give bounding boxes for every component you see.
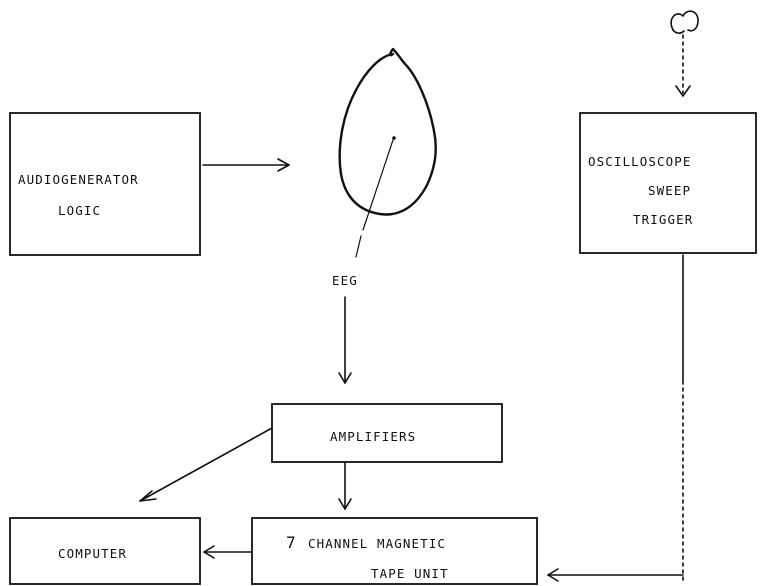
head-outline: [340, 49, 436, 214]
eeg-label: EEG: [332, 273, 358, 288]
trigger-label: TRIGGER: [633, 212, 693, 227]
head-illustration: EEG: [332, 49, 436, 288]
logic-label: LOGIC: [58, 203, 101, 218]
tape-unit-channel-count: 7: [286, 533, 296, 552]
arrow-amplifiers-to-computer: [140, 428, 272, 501]
subject-icon-top: [671, 11, 698, 31]
arrow-tape-to-computer: [204, 546, 252, 558]
oscilloscope-label: OSCILLOSCOPE: [588, 154, 692, 169]
arrow-amplifiers-to-tape: [339, 462, 351, 509]
computer-block: COMPUTER: [10, 518, 200, 584]
tape-unit-line2: TAPE UNIT: [371, 566, 449, 581]
audiogenerator-logic-block: AUDIOGENERATOR LOGIC: [10, 113, 200, 255]
audiogenerator-label: AUDIOGENERATOR: [18, 172, 139, 187]
arrow-eeg-to-amplifiers: [339, 297, 351, 383]
tape-unit-line1: CHANNEL MAGNETIC: [308, 536, 446, 551]
electrode-lead-upper: [363, 140, 393, 230]
sweep-label: SWEEP: [648, 183, 691, 198]
arrow-line: [140, 428, 272, 501]
dashed-trigger-arrow: [676, 35, 690, 96]
trigger-source-icon: [671, 11, 698, 33]
tape-unit-block: 7 CHANNEL MAGNETIC TAPE UNIT: [252, 518, 537, 584]
computer-label: COMPUTER: [58, 546, 127, 561]
subject-icon-bottom: [673, 30, 684, 33]
arrow-audiogenerator-to-head: [203, 159, 289, 171]
amplifiers-label: AMPLIFIERS: [330, 429, 416, 444]
arrow-oscilloscope-to-tape: [548, 255, 683, 581]
electrode-lead-lower: [356, 236, 361, 257]
electrode-dot: [392, 136, 396, 140]
amplifiers-block: AMPLIFIERS: [272, 404, 502, 462]
oscilloscope-block: OSCILLOSCOPE SWEEP TRIGGER: [580, 113, 756, 253]
